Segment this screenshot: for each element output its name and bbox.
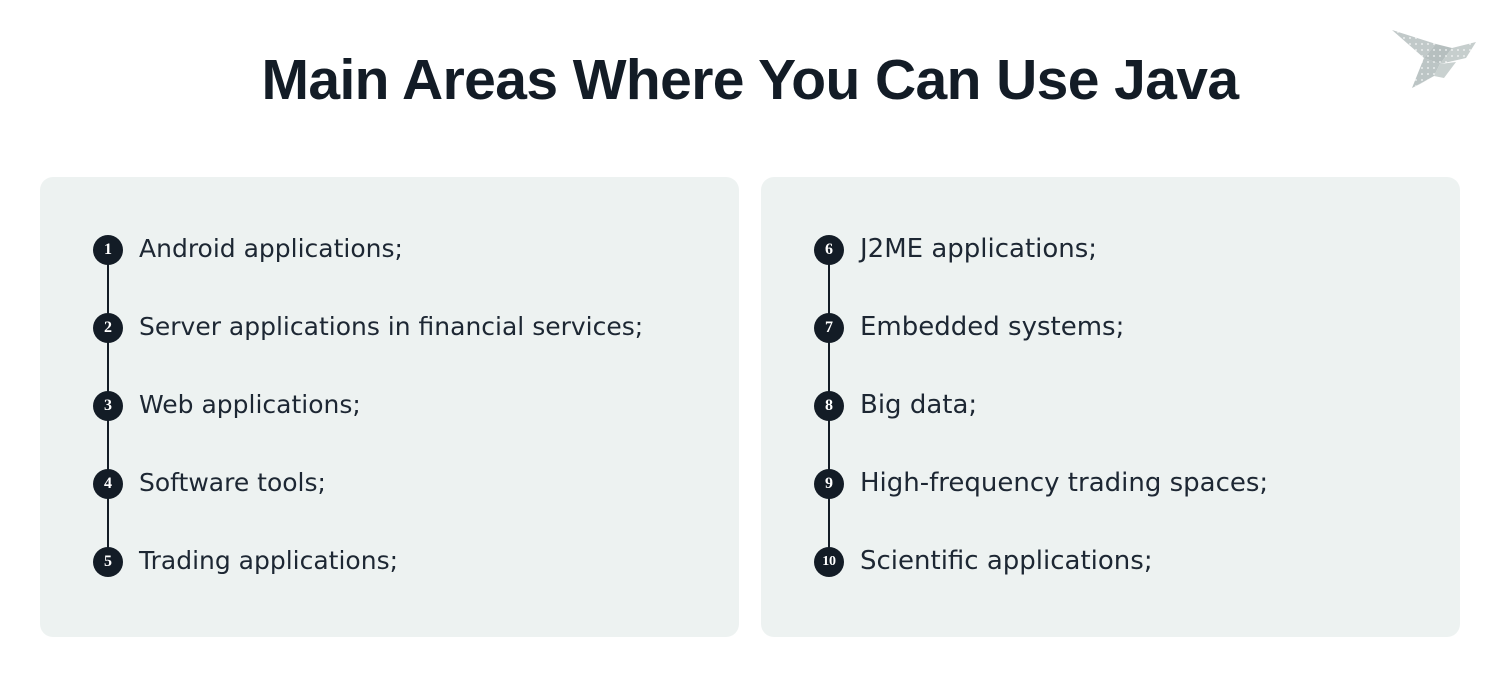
item-number-badge: 1	[93, 235, 123, 265]
right-column-list: 6 J2ME applications; 7 Embedded systems;…	[761, 177, 1460, 625]
item-label: Embedded systems;	[860, 312, 1125, 342]
item-label: Scientific applications;	[860, 546, 1153, 576]
list-item[interactable]: 5 Trading applications;	[93, 546, 739, 625]
item-number-badge: 9	[814, 469, 844, 499]
item-number-badge: 3	[93, 391, 123, 421]
item-number-badge: 7	[814, 313, 844, 343]
connector-line	[107, 328, 109, 406]
item-label: Android applications;	[139, 234, 403, 263]
item-number-badge: 2	[93, 313, 123, 343]
item-label: J2ME applications;	[860, 234, 1098, 264]
connector-line	[828, 250, 830, 328]
list-item[interactable]: 7 Embedded systems;	[814, 312, 1460, 406]
columns-container: 1 Android applications; 2 Server applica…	[40, 177, 1460, 637]
page-title: Main Areas Where You Can Use Java	[261, 48, 1239, 112]
connector-line	[107, 250, 109, 328]
item-label: Software tools;	[139, 468, 326, 497]
connector-line	[828, 406, 830, 484]
item-label: High-frequency trading spaces;	[860, 468, 1269, 498]
left-column-list: 1 Android applications; 2 Server applica…	[40, 177, 739, 625]
item-number-badge: 6	[814, 235, 844, 265]
list-item[interactable]: 10 Scientific applications;	[814, 546, 1460, 625]
list-item[interactable]: 6 J2ME applications;	[814, 234, 1460, 328]
list-item[interactable]: 1 Android applications;	[93, 234, 739, 328]
origami-bird-logo	[1390, 18, 1478, 90]
item-label: Big data;	[860, 390, 978, 420]
item-number-badge: 5	[93, 547, 123, 577]
item-number-badge: 10	[814, 547, 844, 577]
connector-line	[828, 484, 830, 562]
list-item[interactable]: 3 Web applications;	[93, 390, 739, 484]
list-item[interactable]: 2 Server applications in financial servi…	[93, 312, 739, 406]
connector-line	[107, 406, 109, 484]
item-label: Server applications in financial service…	[139, 312, 644, 341]
item-number-badge: 4	[93, 469, 123, 499]
item-number-badge: 8	[814, 391, 844, 421]
left-column-card: 1 Android applications; 2 Server applica…	[40, 177, 739, 637]
item-label: Trading applications;	[139, 546, 399, 575]
list-item[interactable]: 4 Software tools;	[93, 468, 739, 562]
connector-line	[107, 484, 109, 562]
item-label: Web applications;	[139, 390, 361, 419]
list-item[interactable]: 8 Big data;	[814, 390, 1460, 484]
list-item[interactable]: 9 High-frequency trading spaces;	[814, 468, 1460, 562]
connector-line	[828, 328, 830, 406]
right-column-card: 6 J2ME applications; 7 Embedded systems;…	[761, 177, 1460, 637]
